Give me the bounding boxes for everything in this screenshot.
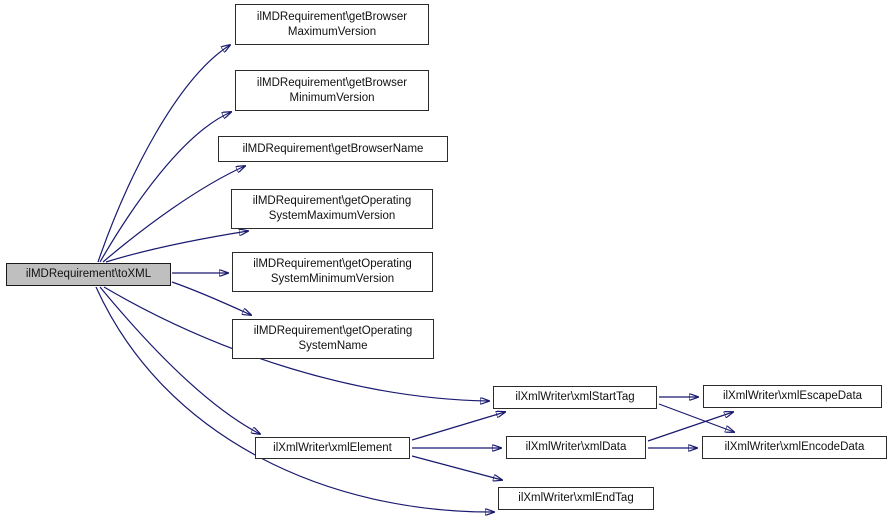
- edge-toXML-getBrowserMaximumVersion: [97, 45, 230, 263]
- edge-xmlData-xmlEscapeData: [647, 412, 733, 442]
- edge-toXML-xmlElement: [99, 286, 260, 434]
- edge-toXML-getBrowserMinimumVersion: [99, 112, 231, 263]
- edge-toXML-getBrowserName: [102, 166, 245, 263]
- node-getOperatingSystemMaximumVersion[interactable]: ilMDRequirement\getOperating SystemMaxim…: [231, 189, 433, 229]
- edge-xmlElement-xmlEndTag: [411, 455, 502, 480]
- node-getBrowserMinimumVersion[interactable]: ilMDRequirement\getBrowser MinimumVersio…: [235, 70, 429, 111]
- edge-xmlElement-xmlStartTag: [411, 412, 505, 441]
- node-getBrowserMaximumVersion[interactable]: ilMDRequirement\getBrowser MaximumVersio…: [235, 4, 429, 45]
- edge-xmlStartTag-xmlEncodeData: [658, 403, 734, 432]
- node-xmlData[interactable]: ilXmlWriter\xmlData: [506, 436, 646, 459]
- node-getOperatingSystemName[interactable]: ilMDRequirement\getOperating SystemName: [232, 319, 434, 359]
- node-xmlEncodeData[interactable]: ilXmlWriter\xmlEncodeData: [702, 436, 887, 459]
- node-xmlStartTag[interactable]: ilXmlWriter\xmlStartTag: [493, 386, 657, 409]
- node-xmlElement[interactable]: ilXmlWriter\xmlElement: [255, 437, 410, 459]
- node-getBrowserName[interactable]: ilMDRequirement\getBrowserName: [218, 136, 448, 162]
- edge-toXML-getOperatingSystemMaximumVersion: [105, 231, 248, 263]
- node-xmlEscapeData[interactable]: ilXmlWriter\xmlEscapeData: [703, 385, 882, 408]
- node-toXML: ilMDRequirement\toXML: [6, 263, 171, 286]
- node-xmlEndTag[interactable]: ilXmlWriter\xmlEndTag: [498, 487, 654, 510]
- edge-toXML-getOperatingSystemName: [171, 281, 251, 315]
- edge-toXML-xmlStartTag: [103, 286, 489, 401]
- node-getOperatingSystemMinimumVersion[interactable]: ilMDRequirement\getOperating SystemMinim…: [232, 252, 433, 292]
